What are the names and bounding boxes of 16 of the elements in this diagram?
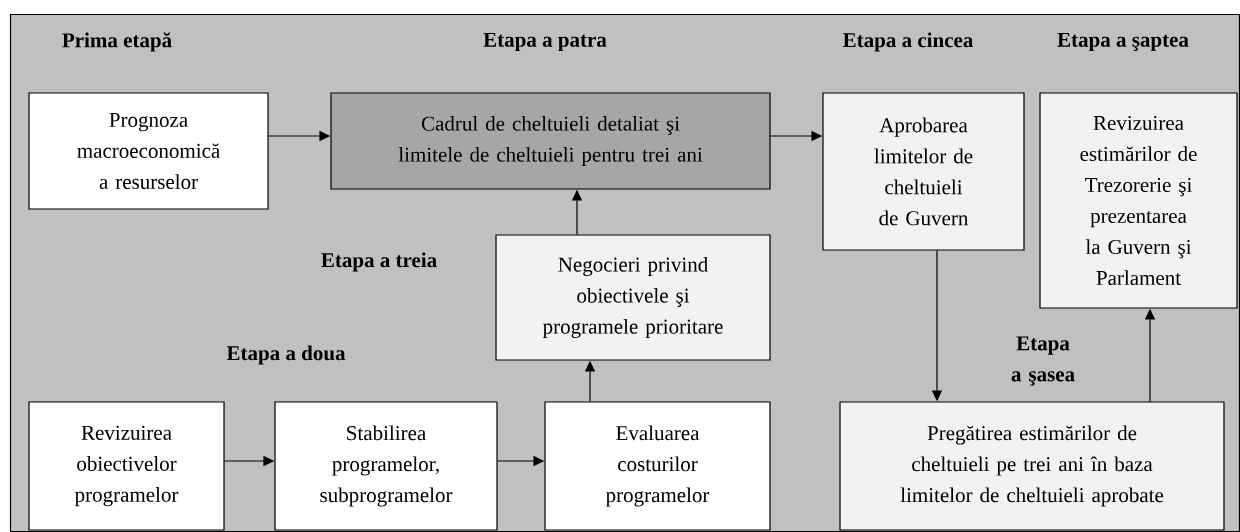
process-box: Stabilirea programelor, subprogramelor <box>274 401 498 531</box>
process-box: Prognoza macroeconomică a resurselor <box>28 92 269 210</box>
stage-heading: Etapa a şasea <box>1011 336 1075 386</box>
stage-heading: Etapa a şaptea <box>1057 32 1189 52</box>
stage-heading: Etapa a patra <box>483 32 607 52</box>
process-box: Cadrul de cheltuieli detaliat şi limitele de cheltuieli pentru trei ani <box>330 92 771 190</box>
process-box: Revizuirea estimărilor de Trezorerie şi prezentarea la Guvern şi Parlament <box>1039 92 1238 309</box>
stage-heading: Etapa a cincea <box>843 32 973 52</box>
process-box: Evaluarea costurilor programelor <box>544 401 771 531</box>
stage-heading: Prima etapă <box>62 32 172 52</box>
process-box: Revizuirea obiectivelor programelor <box>28 401 225 531</box>
process-box: Negocieri privind obiectivele şi programele prioritare <box>495 234 771 361</box>
stage-heading: Etapa a doua <box>226 345 346 365</box>
stage-heading: Etapa a treia <box>321 252 437 272</box>
process-box: Aprobarea limitelor de cheltuieli de Guvern <box>822 92 1025 251</box>
process-box: Pregătirea estimărilor de cheltuieli pe trei ani în baza limitelor de cheltuieli aprobate <box>839 401 1225 531</box>
